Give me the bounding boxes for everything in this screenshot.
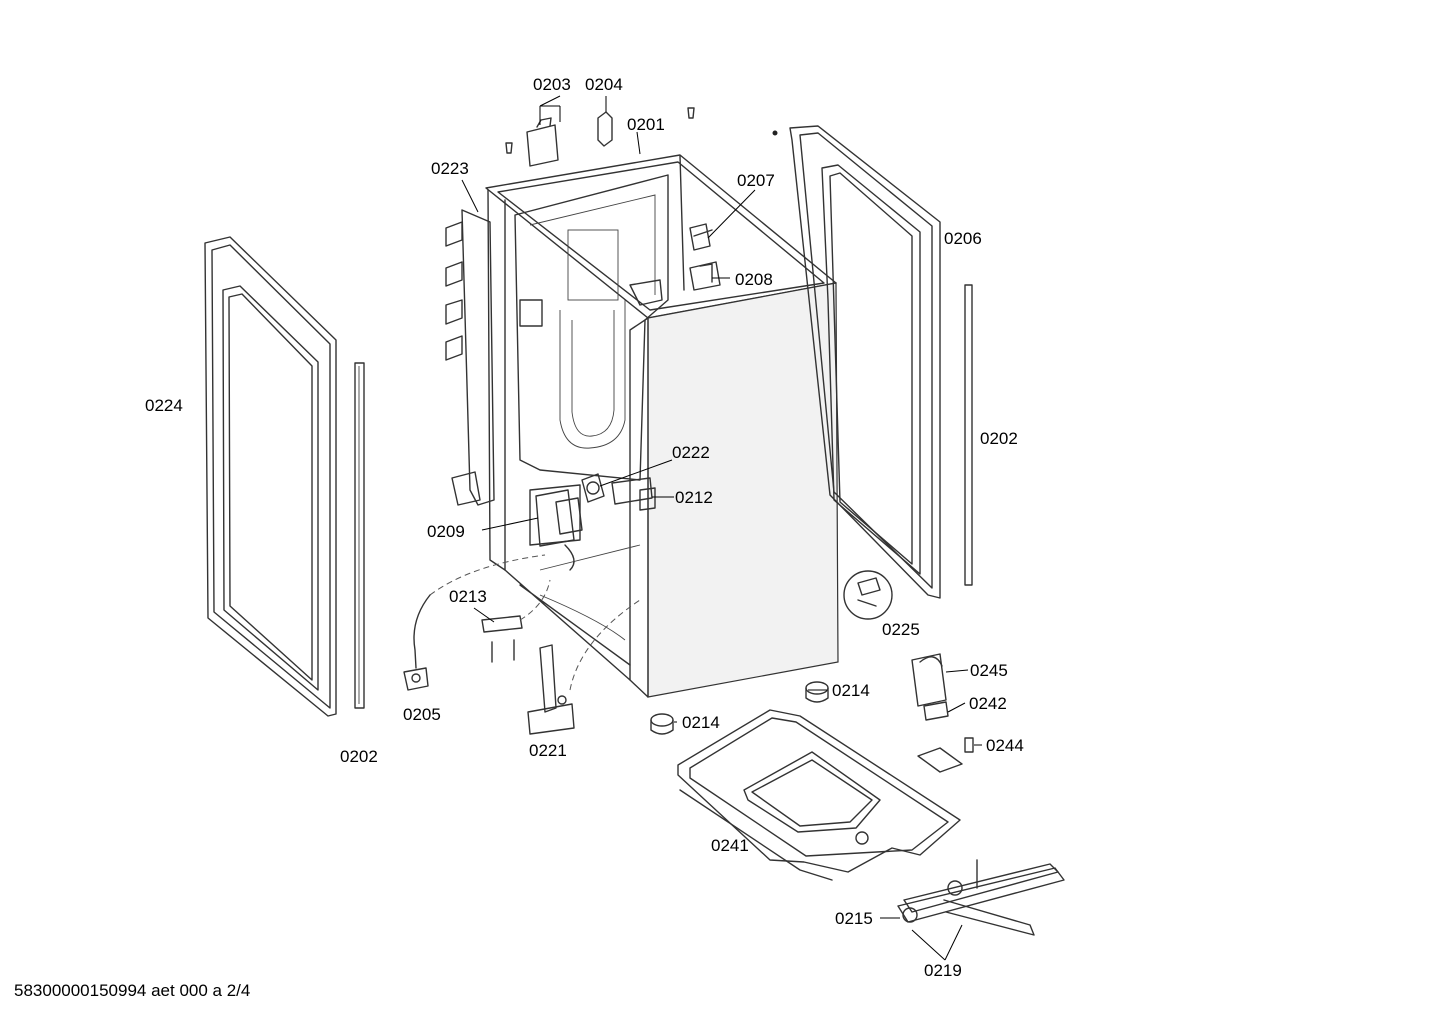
base-tray <box>677 709 961 881</box>
bottom-bracket <box>897 859 1065 936</box>
label-0209: 0209 <box>427 522 465 541</box>
power-cord <box>403 554 546 691</box>
motor-assembly <box>535 489 583 571</box>
foot-right <box>805 681 829 703</box>
part-0244 <box>917 737 974 773</box>
component-0212 <box>611 477 656 511</box>
label-0224: 0224 <box>145 396 183 415</box>
clip-0207 <box>689 223 713 251</box>
label-0213: 0213 <box>449 587 487 606</box>
callout-labels: 0203 0204 0201 0223 0207 0206 0208 0224 … <box>145 75 1024 980</box>
label-0225: 0225 <box>882 620 920 639</box>
main-cabinet-frame <box>485 154 839 698</box>
door-lock-lever <box>527 599 641 735</box>
label-0214-right: 0214 <box>832 681 870 700</box>
label-0241: 0241 <box>711 836 749 855</box>
label-0207: 0207 <box>737 171 775 190</box>
right-gasket-strip <box>964 284 973 586</box>
label-0202-right: 0202 <box>980 429 1018 448</box>
component-0213 <box>481 579 551 663</box>
foot-left <box>650 713 674 735</box>
clip-0208 <box>689 261 721 291</box>
pump-0245 <box>911 653 947 707</box>
label-0201: 0201 <box>627 115 665 134</box>
label-0215: 0215 <box>835 909 873 928</box>
label-0221: 0221 <box>529 741 567 760</box>
label-0223: 0223 <box>431 159 469 178</box>
label-0244: 0244 <box>986 736 1024 755</box>
label-0203: 0203 <box>533 75 571 94</box>
label-0204: 0204 <box>585 75 623 94</box>
label-0206: 0206 <box>944 229 982 248</box>
label-0202-left: 0202 <box>340 747 378 766</box>
label-0219: 0219 <box>924 961 962 980</box>
part-0242 <box>923 701 949 721</box>
rear-frame-column <box>445 209 495 506</box>
label-0242: 0242 <box>969 694 1007 713</box>
label-0205: 0205 <box>403 705 441 724</box>
leader-lines <box>461 95 982 961</box>
label-0212: 0212 <box>675 488 713 507</box>
left-side-panel <box>204 236 337 717</box>
label-0214-left: 0214 <box>682 713 720 732</box>
label-0245: 0245 <box>970 661 1008 680</box>
drawing-id-label: 58300000150994 aet 000 a 2/4 <box>14 981 251 1000</box>
component-0222 <box>581 473 605 503</box>
label-0222: 0222 <box>672 443 710 462</box>
detail-0225 <box>843 570 893 620</box>
right-side-panel <box>789 125 941 599</box>
label-0208: 0208 <box>735 270 773 289</box>
left-gasket-strip <box>354 362 365 709</box>
